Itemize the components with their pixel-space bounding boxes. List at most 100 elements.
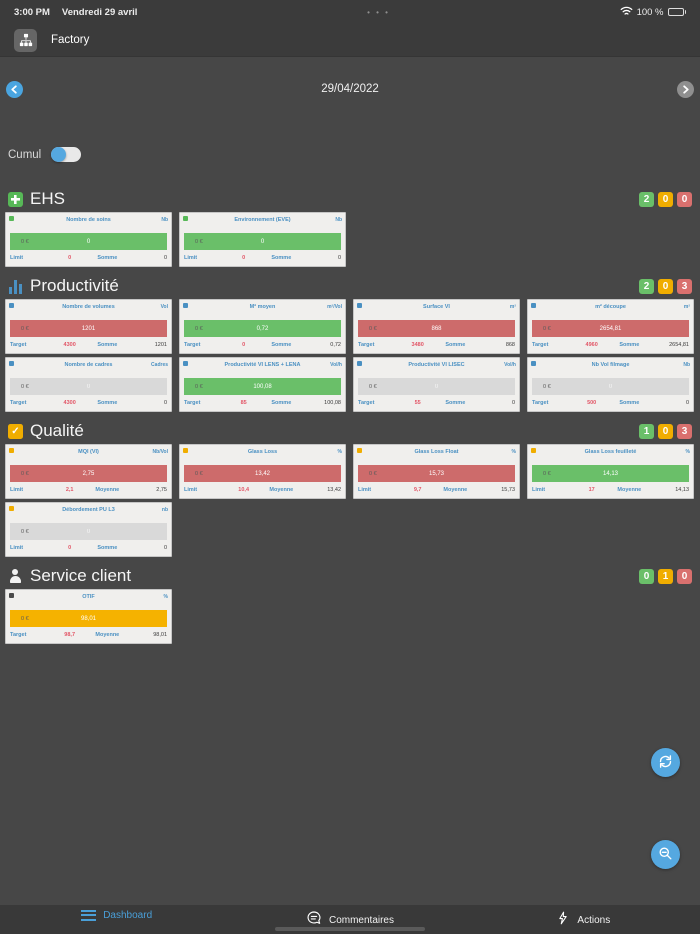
kpi-card-unit: m²	[683, 303, 690, 310]
kpi-footer-label-2: Moyenne	[269, 487, 294, 493]
kpi-card-icon	[183, 303, 188, 308]
green-count-badge: 0	[639, 568, 654, 584]
kpi-value-bar: 0 € 100,08	[184, 378, 341, 395]
kpi-card-unit: %	[511, 448, 516, 455]
kpi-card-unit: Nb	[683, 361, 690, 368]
kpi-card-title: MQI (VI)	[78, 448, 99, 455]
kpi-bar-left-label: 0 €	[21, 615, 29, 622]
kpi-card-icon	[9, 593, 14, 598]
zoom-out-button[interactable]	[651, 840, 680, 869]
kpi-footer-right-value: 0	[163, 400, 167, 406]
kpi-value-bar: 0 € 14,13	[532, 465, 689, 482]
kpi-card[interactable]: Nombre de cadres Cadres 0 € 0 Target 430…	[5, 357, 172, 412]
green-count-badge: 2	[639, 278, 654, 294]
kpi-footer-label-2: Moyenne	[95, 632, 120, 638]
kpi-card-title: OTIF	[82, 593, 95, 600]
kpi-card[interactable]: Nb Vol filmage Nb 0 € 0 Target 500 Somme…	[527, 357, 694, 412]
yellow-count-badge: 1	[658, 568, 673, 584]
kpi-card-title: Surface VI	[423, 303, 450, 310]
kpi-card-icon	[183, 448, 188, 453]
kpi-card-icon	[9, 303, 14, 308]
kpi-card[interactable]: Glass Loss feuilleté % 0 € 14,13 Limit 1…	[527, 444, 694, 499]
kpi-footer-label-2: Somme	[445, 400, 466, 406]
kpi-bar-left-label: 0 €	[21, 528, 29, 535]
next-day-button[interactable]	[677, 80, 694, 98]
tab-commentaires[interactable]: Commentaires	[233, 910, 466, 931]
kpi-footer-target-value: 4300	[63, 342, 76, 348]
kpi-card-footer: Target 4300 Somme 0	[10, 400, 167, 407]
kpi-card[interactable]: Productivité VI LISEC Vol/h 0 € 0 Target…	[353, 357, 520, 412]
section-title: Qualité	[30, 421, 84, 440]
kpi-footer-target-value: 3480	[411, 342, 424, 348]
kpi-footer-right-value: 1201	[154, 342, 167, 348]
kpi-footer-label-2: Somme	[445, 342, 466, 348]
kpi-card-unit: Vol/h	[330, 361, 342, 368]
kpi-card-title: Glass Loss	[247, 448, 278, 455]
kpi-card[interactable]: Glass Loss % 0 € 13,42 Limit 10,4 Moyenn…	[179, 444, 346, 499]
kpi-value-bar: 0 € 0	[358, 378, 515, 395]
kpi-card[interactable]: Nombre de volumes Vol 0 € 1201 Target 43…	[5, 299, 172, 354]
kpi-footer-target-value: 0	[242, 342, 246, 348]
kpi-card[interactable]: MQI (VI) Nb/Vol 0 € 2,75 Limit 2,1 Moyen…	[5, 444, 172, 499]
refresh-button[interactable]	[651, 748, 680, 777]
org-hierarchy-icon[interactable]	[14, 28, 37, 52]
kpi-card-icon	[9, 448, 14, 453]
kpi-card-header: Débordement PU L3 nb	[6, 503, 171, 514]
kpi-card[interactable]: Productivité VI LENS + LENA Vol/h 0 € 10…	[179, 357, 346, 412]
kpi-bar-value: 15,73	[428, 470, 444, 477]
kpi-card-unit: Vol/h	[504, 361, 516, 368]
refresh-icon	[658, 754, 673, 772]
kpi-section: Qualité 1 0 3 MQI (VI) Nb/Vol 0 € 2,75 L…	[5, 420, 700, 557]
kpi-footer-label-1: Limit	[358, 487, 372, 493]
section-header: Service client 0 1 0	[8, 565, 692, 587]
kpi-value-bar: 0 € 0	[532, 378, 689, 395]
kpi-footer-target-value: 10,4	[238, 487, 250, 493]
cumul-toggle[interactable]	[51, 147, 82, 162]
tab-dashboard[interactable]: Dashboard	[0, 910, 233, 921]
kpi-bar-left-label: 0 €	[21, 238, 29, 245]
date-navigation: 29/04/2022	[0, 79, 700, 99]
kpi-card[interactable]: OTIF % 0 € 98,01 Target 98,7 Moyenne 98,…	[5, 589, 172, 644]
clock: 3:00 PM	[14, 6, 50, 18]
kpi-bar-left-label: 0 €	[369, 325, 377, 332]
kpi-card[interactable]: Débordement PU L3 nb 0 € 0 Limit 0 Somme…	[5, 502, 172, 557]
status-right: 100 %	[620, 6, 686, 19]
kpi-bar-left-label: 0 €	[21, 470, 29, 477]
green-count-badge: 1	[639, 423, 654, 439]
kpi-card[interactable]: Environnement (EVE) Nb 0 € 0 Limit 0 Som…	[179, 212, 346, 267]
kpi-card-footer: Target 0 Somme 0,72	[184, 342, 341, 349]
kpi-bar-value: 1201	[81, 325, 96, 332]
kpi-card[interactable]: M² moyen m²/Vol 0 € 0,72 Target 0 Somme …	[179, 299, 346, 354]
kpi-bar-value: 2654,81	[599, 325, 622, 332]
kpi-card[interactable]: m² découpe m² 0 € 2654,81 Target 4960 So…	[527, 299, 694, 354]
kpi-card[interactable]: Glass Loss Float % 0 € 15,73 Limit 9,7 M…	[353, 444, 520, 499]
kpi-bar-value: 0	[86, 383, 91, 390]
previous-day-button[interactable]	[6, 80, 23, 98]
home-indicator[interactable]	[275, 927, 425, 931]
kpi-footer-target-value: 85	[240, 400, 247, 406]
kpi-footer-target-value: 500	[587, 400, 597, 406]
kpi-card-unit: Nb	[161, 216, 168, 223]
kpi-card[interactable]: Surface VI m² 0 € 868 Target 3480 Somme …	[353, 299, 520, 354]
current-date[interactable]: 29/04/2022	[321, 83, 379, 95]
kpi-footer-right-value: 0	[163, 255, 167, 261]
kpi-card-icon	[9, 506, 14, 511]
kpi-footer-label-2: Somme	[619, 342, 640, 348]
tab-actions[interactable]: Actions	[467, 910, 700, 931]
app-header: Factory	[0, 24, 700, 57]
speech-bubble-icon	[306, 910, 322, 931]
kpi-card-icon	[357, 303, 362, 308]
kpi-card-unit: Cadres	[151, 361, 168, 368]
section-title: EHS	[30, 189, 65, 208]
status-badges: 2 0 3	[639, 278, 692, 294]
kpi-value-bar: 0 € 0	[10, 378, 167, 395]
kpi-card[interactable]: Nombre de soins Nb 0 € 0 Limit 0 Somme 0	[5, 212, 172, 267]
kpi-footer-label-2: Somme	[97, 255, 118, 261]
kpi-card-footer: Target 98,7 Moyenne 98,01	[10, 632, 167, 639]
red-count-badge: 3	[677, 278, 692, 294]
kpi-bar-value: 0	[86, 528, 91, 535]
green-count-badge: 2	[639, 191, 654, 207]
kpi-card-header: m² découpe m²	[528, 300, 693, 311]
kpi-footer-label-2: Somme	[271, 342, 292, 348]
